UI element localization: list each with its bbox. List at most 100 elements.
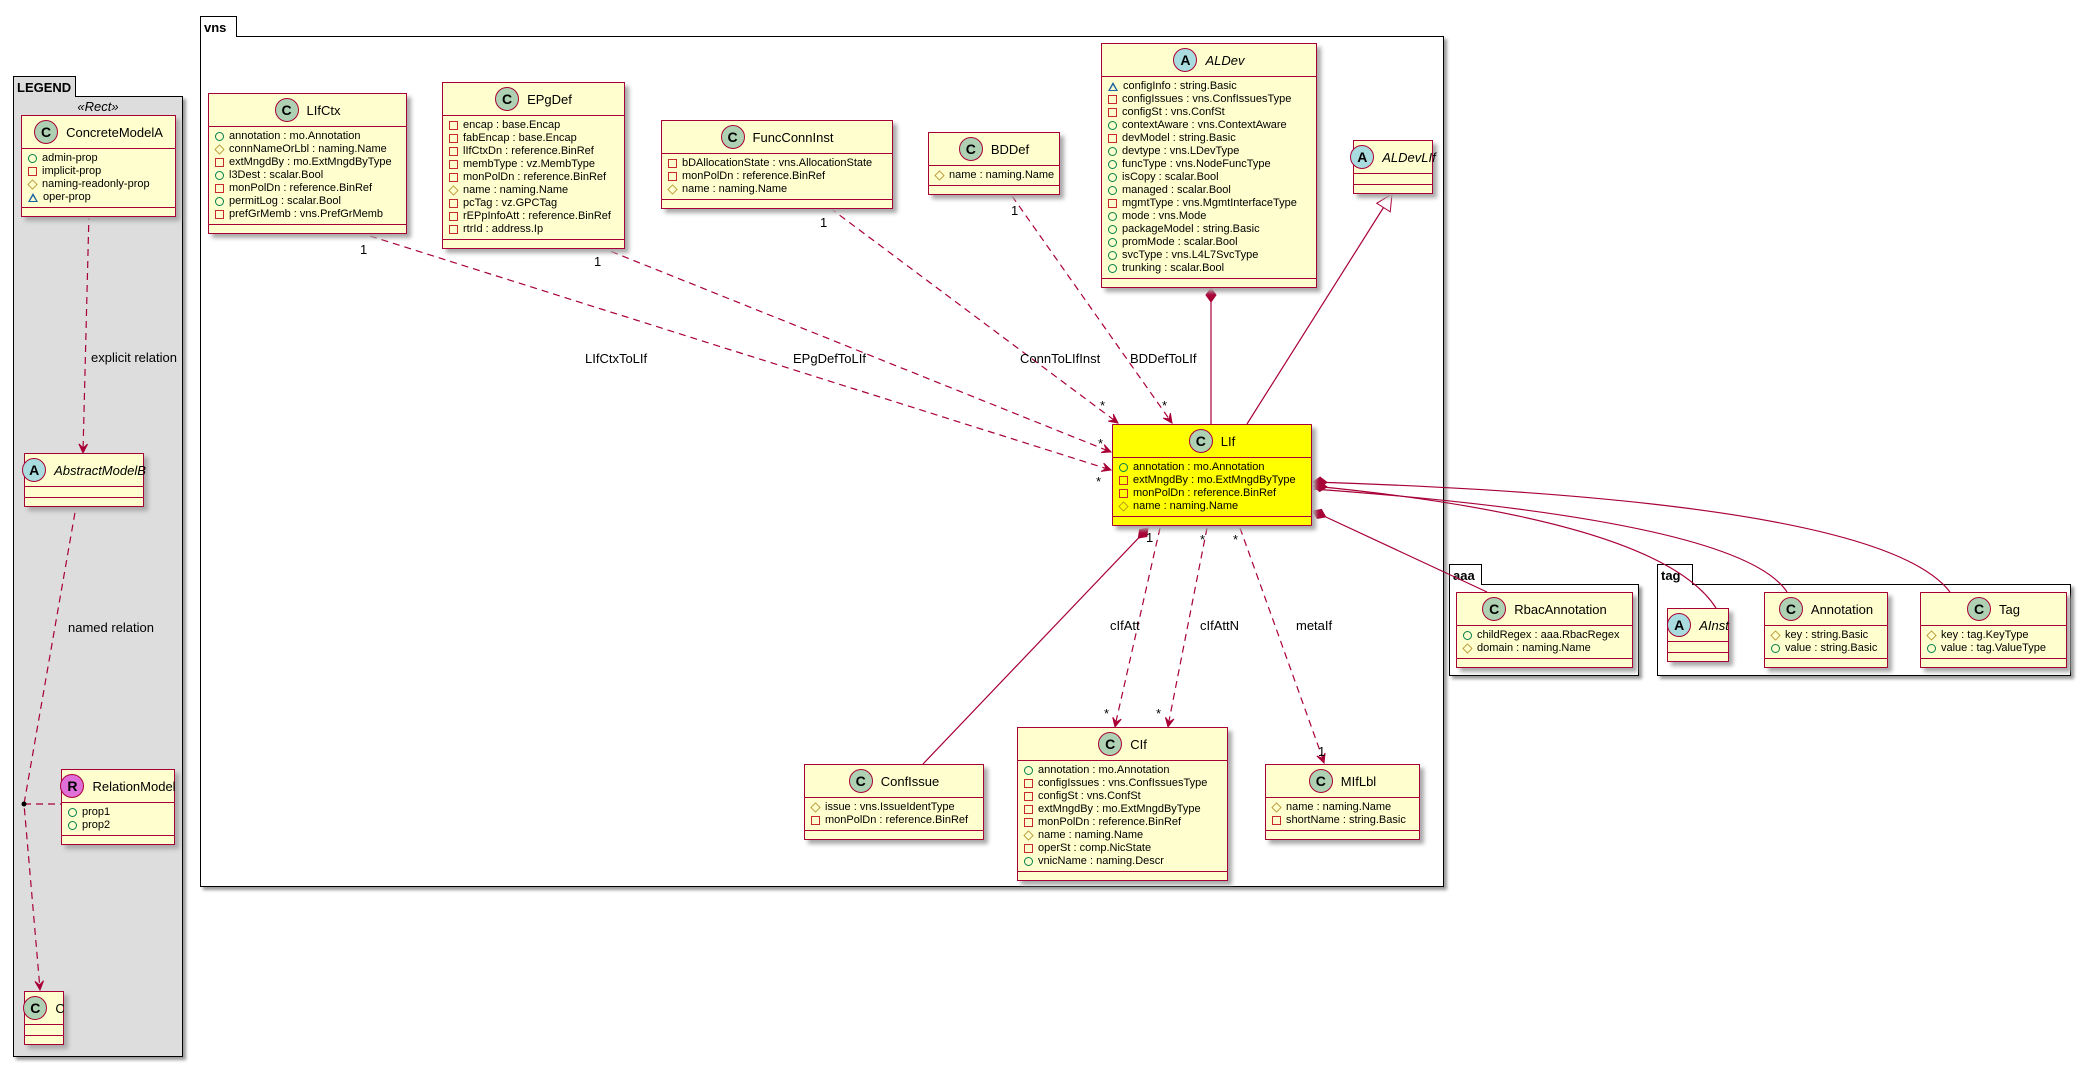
- attribute-text: mode : vns.Mode: [1122, 210, 1207, 222]
- class-attributes: name : naming.Name: [929, 166, 1059, 186]
- class-methods: [929, 186, 1059, 194]
- class-attribute: annotation : mo.Annotation: [1119, 461, 1307, 474]
- public-visibility-icon: [1108, 186, 1117, 195]
- attribute-text: extMngdBy : mo.ExtMngdByType: [1133, 474, 1296, 486]
- public-visibility-icon: [215, 171, 224, 180]
- attribute-text: vnicName : naming.Descr: [1038, 855, 1164, 867]
- class-attributes: [25, 487, 143, 498]
- attribute-text: configIssues : vns.ConfIssuesType: [1038, 777, 1208, 789]
- multiplicity-label: *: [1104, 706, 1110, 721]
- multiplicity-label: 1: [594, 254, 602, 269]
- multiplicity-label: 1: [820, 215, 828, 230]
- class-attribute: value : string.Basic: [1771, 642, 1883, 655]
- private-visibility-icon: [1024, 818, 1033, 827]
- class-attribute: configSt : vns.ConfSt: [1024, 790, 1223, 803]
- attribute-text: monPolDn : reference.BinRef: [463, 171, 607, 183]
- attribute-text: connNameOrLbl : naming.Name: [229, 143, 387, 155]
- edge-lifctxtolif: [369, 235, 1112, 471]
- attribute-text: mgmtType : vns.MgmtInterfaceType: [1122, 197, 1297, 209]
- class-methods: [209, 225, 406, 233]
- public-visibility-icon: [68, 808, 77, 817]
- attribute-text: prop2: [82, 819, 111, 831]
- multiplicity-label: *: [1096, 474, 1102, 489]
- class-icon: C: [1778, 597, 1803, 621]
- protected-visibility-icon: [1462, 643, 1473, 654]
- class-icon: C: [1188, 429, 1213, 453]
- attribute-text: name : naming.Name: [1286, 801, 1392, 813]
- protected-visibility-icon: [667, 184, 678, 195]
- class-attribute: prop1: [68, 806, 170, 819]
- class-name: RbacAnnotation: [1514, 601, 1607, 617]
- attribute-text: childRegex : aaa.RbacRegex: [1477, 629, 1620, 641]
- arrowhead-icon: [1108, 413, 1119, 424]
- class-attribute: extMngdBy : mo.ExtMngdByType: [1024, 803, 1223, 816]
- arrowhead-icon: [1100, 462, 1113, 472]
- attribute-text: operSt : comp.NicState: [1038, 842, 1152, 854]
- class-name: ALDevLIf: [1382, 149, 1436, 165]
- multiplicity-label: *: [1098, 436, 1104, 451]
- class-header: C LIf: [1113, 425, 1311, 458]
- attribute-text: configInfo : string.Basic: [1123, 80, 1237, 92]
- junction-point: [21, 801, 27, 807]
- package-visibility-icon: [28, 193, 38, 202]
- edge-lif-rbacannotation: [1312, 510, 1488, 593]
- class-name: MIfLbl: [1340, 773, 1377, 789]
- class-attribute: monPolDn : reference.BinRef: [1119, 487, 1307, 500]
- protected-visibility-icon: [1770, 630, 1781, 641]
- class-attribute: membType : vz.MembType: [449, 158, 620, 171]
- class-attributes: [1668, 642, 1728, 653]
- private-visibility-icon: [1272, 816, 1281, 825]
- protected-visibility-icon: [1023, 830, 1034, 841]
- public-visibility-icon: [215, 197, 224, 206]
- class-name: LIf: [1220, 433, 1236, 449]
- package-stereotype: «Rect»: [77, 99, 119, 114]
- attribute-text: name : naming.Name: [949, 169, 1055, 181]
- arrowhead-icon: [1164, 717, 1175, 729]
- composition-diamond-icon: [1205, 287, 1217, 303]
- public-visibility-icon: [1108, 160, 1117, 169]
- class-attribute: prop2: [68, 819, 170, 832]
- edge-label: ConnToLIfInst: [1020, 351, 1101, 366]
- attribute-text: key : string.Basic: [1785, 629, 1869, 641]
- attribute-text: monPolDn : reference.BinRef: [682, 170, 826, 182]
- class-methods: [1921, 659, 2066, 667]
- private-visibility-icon: [28, 167, 37, 176]
- class-attribute: contextAware : vns.ContextAware: [1108, 119, 1312, 132]
- class-methods: [25, 498, 143, 506]
- class-methods: [1765, 659, 1887, 667]
- class-attribute: name : naming.Name: [448, 184, 620, 197]
- class-methods: [1354, 185, 1432, 193]
- attribute-text: pcTag : vz.GPCTag: [463, 197, 558, 209]
- class-icon: C: [720, 125, 745, 149]
